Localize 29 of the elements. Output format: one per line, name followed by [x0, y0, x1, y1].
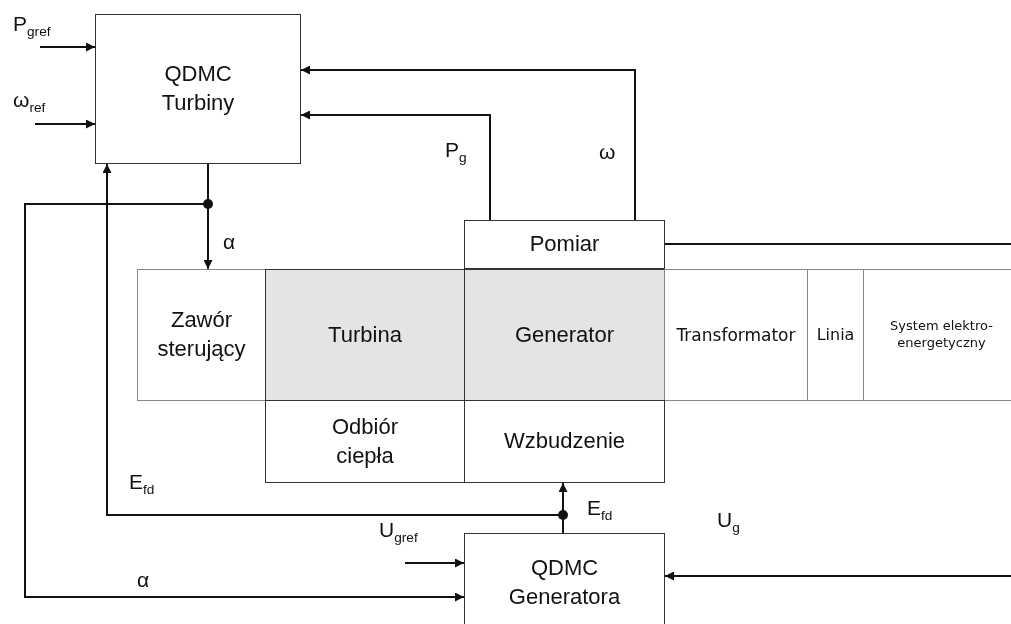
- block-label: QDMC Generatora: [507, 554, 622, 611]
- arrow: [300, 65, 636, 221]
- line-block: [807, 269, 864, 401]
- block-label: Generator: [513, 320, 616, 349]
- block-label: Turbina: [327, 320, 403, 349]
- transformer-block: [664, 269, 808, 401]
- arrow: [404, 558, 465, 568]
- heat-extraction-block: [265, 400, 465, 483]
- block-label: Odbiór ciepła: [330, 412, 399, 470]
- excitation-block: [464, 400, 665, 483]
- block-label: System elektro-energetyczny: [889, 318, 994, 352]
- valve-block: [137, 269, 266, 401]
- power-system-block: [863, 269, 1011, 401]
- signal-line: [664, 243, 1011, 245]
- turbine-block: [265, 269, 465, 401]
- block-label: Wzbudzenie: [502, 427, 627, 456]
- block-label: Transformator: [675, 323, 797, 347]
- block-label: Pomiar: [528, 230, 601, 259]
- arrow: [300, 110, 491, 221]
- block-label: QDMC Turbiny: [160, 60, 236, 117]
- arrow: [39, 42, 96, 52]
- block-label: Zawór sterujący: [156, 306, 247, 363]
- controller-block: [95, 14, 301, 164]
- block-label: Linia: [815, 324, 856, 346]
- controller-block: [464, 533, 665, 624]
- measurement-block: [464, 220, 665, 269]
- arrow: [34, 119, 96, 129]
- generator-block: [464, 269, 665, 401]
- arrow: [664, 571, 1011, 581]
